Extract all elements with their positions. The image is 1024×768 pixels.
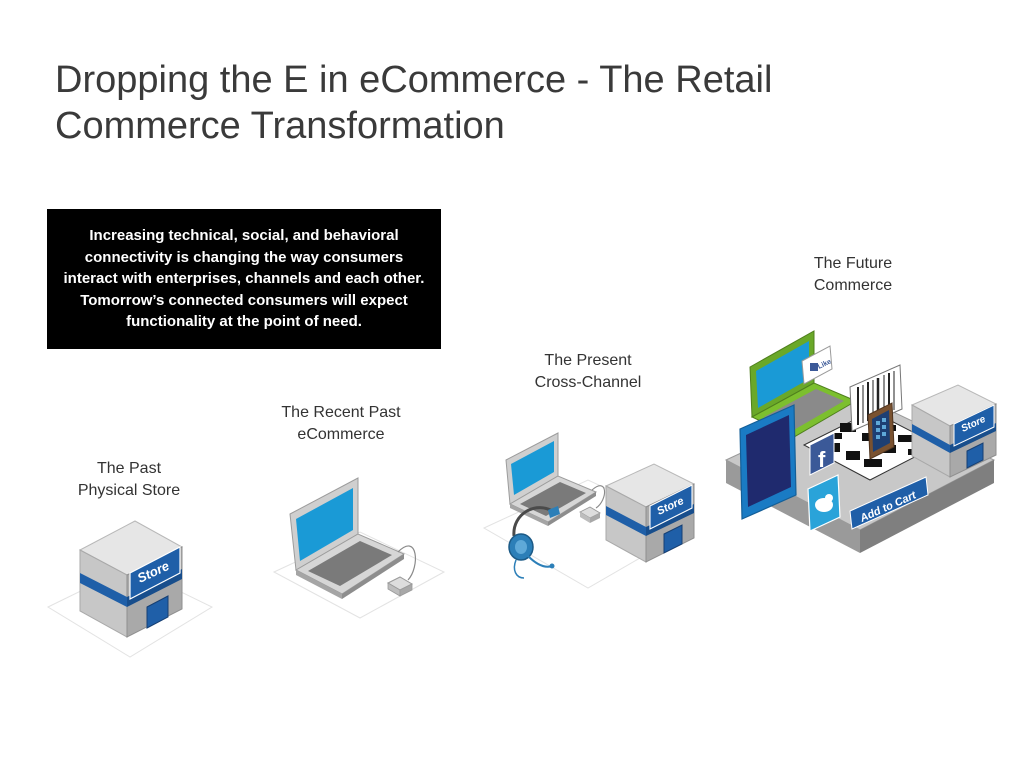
twitter-icon: [807, 474, 841, 532]
store-building-icon: Store: [604, 463, 696, 563]
facebook-glyph: f: [818, 447, 826, 472]
stage-recent-past-line-1: The Recent Past: [281, 404, 401, 421]
stage-label-recent-past: The Recent Past eCommerce: [251, 402, 431, 446]
mouse-icon: [386, 576, 414, 597]
title-line-2: Commerce Transformation: [55, 105, 505, 147]
slide-title: Dropping the E in eCommerce - The Retail…: [55, 57, 955, 149]
laptop-icon: [289, 477, 406, 599]
stage-label-present: The Present Cross-Channel: [503, 350, 673, 394]
future-commerce-illustration: Like f Add to Cart: [724, 330, 998, 553]
present-cross-channel-illustration: Store: [482, 432, 696, 589]
title-line-1: Dropping the E in eCommerce - The Retail: [55, 59, 773, 101]
past-store-illustration: Store: [46, 520, 214, 658]
stage-present-line-1: The Present: [544, 352, 632, 369]
store-building-icon: Store: [78, 520, 184, 638]
present-mouse-cable: [591, 485, 606, 509]
stage-past-line-2: Physical Store: [77, 482, 181, 499]
facebook-like-card: Like: [801, 345, 833, 385]
stage-label-past: The Past Physical Store: [49, 458, 209, 502]
stage-present-line-2: Cross-Channel: [534, 374, 642, 391]
smartphone-icon: [867, 402, 895, 460]
recent-past-laptop-illustration: [272, 477, 446, 619]
callout-box: Increasing technical, social, and behavi…: [47, 209, 441, 349]
mouse-cable: [397, 545, 417, 581]
headset-icon: [508, 506, 560, 579]
mouse-icon: [579, 506, 601, 523]
stage-recent-past-line-2: eCommerce: [297, 426, 385, 443]
stage-past-line-1: The Past: [96, 460, 162, 477]
store-building-icon: Store: [910, 384, 998, 478]
stage-future-line-1: The Future: [813, 255, 893, 272]
callout-text: Increasing technical, social, and behavi…: [63, 227, 425, 330]
stage-future-line-2: Commerce: [813, 277, 893, 294]
stage-label-future: The Future Commerce: [773, 253, 933, 297]
facebook-icon: f: [809, 432, 835, 476]
tablet-icon: [739, 404, 797, 520]
